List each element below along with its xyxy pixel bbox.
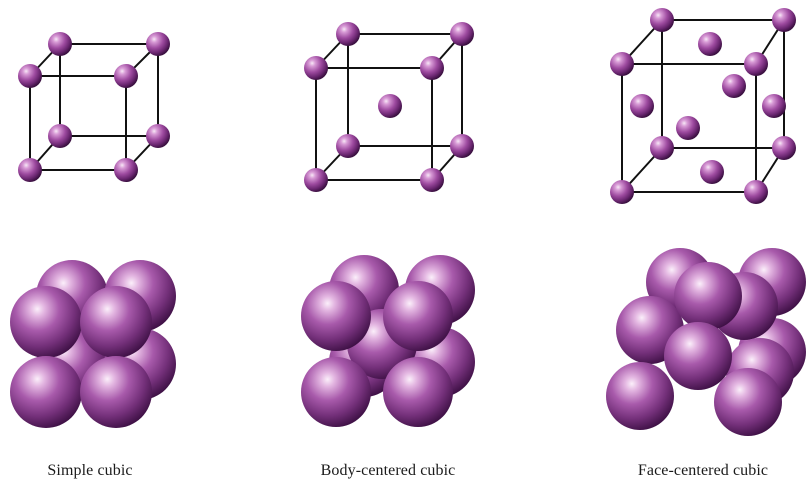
packed-atom [383, 357, 453, 427]
packed-atom [80, 356, 152, 428]
corner-atom [146, 32, 170, 56]
corner-atom [610, 180, 634, 204]
body-centered-cubic-label: Body-centered cubic [321, 462, 456, 480]
simple-cubic-packing-model [10, 260, 176, 428]
packed-atom [606, 362, 674, 430]
corner-atom [610, 52, 634, 76]
simple-cubic-label: Simple cubic [47, 462, 132, 480]
corner-atom [772, 8, 796, 32]
corner-atom [48, 32, 72, 56]
packed-atom [301, 357, 371, 427]
corner-atom [304, 168, 328, 192]
corner-atom [336, 22, 360, 46]
packed-atom [383, 281, 453, 351]
corner-atom [420, 56, 444, 80]
corner-atom [114, 64, 138, 88]
corner-atom [772, 136, 796, 160]
packed-atom [80, 286, 152, 358]
face-center-atom [630, 94, 654, 118]
packed-atom [714, 368, 782, 436]
unit-cell-bonds [30, 44, 158, 170]
corner-atom [48, 124, 72, 148]
face-center-atom [698, 32, 722, 56]
packed-atom [10, 286, 82, 358]
body-center-atom [378, 94, 402, 118]
corner-atom [146, 124, 170, 148]
corner-atom [18, 158, 42, 182]
face-centered-cubic-lattice [610, 8, 796, 204]
body-centered-cubic-lattice [304, 22, 474, 192]
corner-atom [114, 158, 138, 182]
corner-atom [650, 136, 674, 160]
packed-atom [301, 281, 371, 351]
corner-atom [420, 168, 444, 192]
body-centered-cubic-packing-model [301, 255, 475, 427]
corner-atom [450, 22, 474, 46]
corner-atom [744, 180, 768, 204]
face-center-atom [722, 74, 746, 98]
packed-atom [10, 356, 82, 428]
face-center-atom [762, 94, 786, 118]
face-center-atom [700, 160, 724, 184]
packed-atom [664, 322, 732, 390]
corner-atom [336, 134, 360, 158]
corner-atom [744, 52, 768, 76]
simple-cubic-lattice [18, 32, 170, 182]
corner-atom [650, 8, 674, 32]
packed-atom [674, 262, 742, 330]
face-centered-cubic-label: Face-centered cubic [638, 462, 768, 480]
face-center-atom [676, 116, 700, 140]
corner-atom [450, 134, 474, 158]
corner-atom [18, 64, 42, 88]
corner-atom [304, 56, 328, 80]
face-centered-cubic-packing-model [606, 248, 806, 436]
